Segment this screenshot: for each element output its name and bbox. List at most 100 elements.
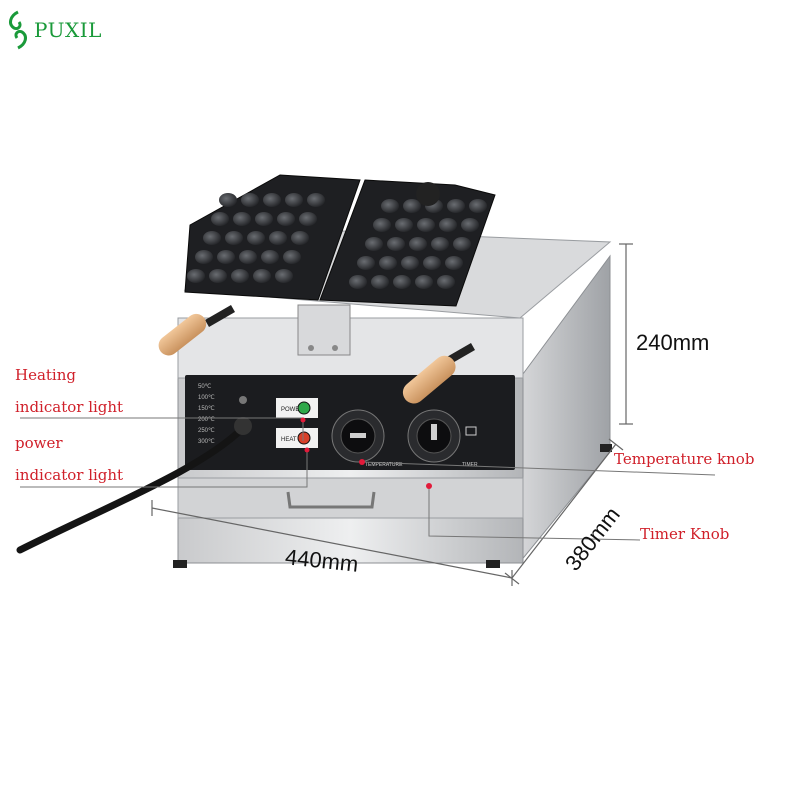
heating-light-marker: [300, 417, 306, 423]
mold-cavity: [239, 250, 257, 264]
heating-label-line1: Heating: [15, 366, 76, 384]
power-light-marker: [304, 447, 310, 453]
panel-screw-icon: [239, 396, 247, 404]
timer-knob-marker: [426, 483, 432, 489]
temperature-table-entry: 250℃: [198, 428, 215, 434]
timer-knob-leader: [428, 486, 641, 541]
temperature-knob-leader: [361, 461, 716, 476]
mold-cavity: [231, 269, 249, 283]
machine-foot: [173, 560, 187, 568]
cord-grommet: [234, 417, 252, 435]
mold-cavity: [417, 218, 435, 232]
mold-cavity: [291, 231, 309, 245]
hinge-bracket: [297, 304, 351, 356]
mold-cavity: [203, 231, 221, 245]
mold-cavity: [219, 193, 237, 207]
temperature-scale-label: TEMPERATURE: [365, 462, 403, 468]
hinge-screw-icon: [332, 345, 338, 351]
crumb-drawer: [177, 477, 524, 519]
heating-label-line2: indicator light: [15, 398, 124, 416]
mold-cavity: [401, 256, 419, 270]
temperature-knob-label: Temperature knob: [614, 450, 755, 468]
mold-cavity: [349, 275, 367, 289]
mold-cavity: [379, 256, 397, 270]
power-light-label: POWER: [281, 407, 304, 413]
machine-foot: [600, 444, 612, 452]
mold-cavity: [285, 193, 303, 207]
mold-cavity: [403, 199, 421, 213]
mold-cavity: [209, 269, 227, 283]
temperature-table-entry: 100℃: [198, 395, 215, 401]
mold-cavity: [253, 269, 271, 283]
mold-cavity: [255, 212, 273, 226]
mold-cavity: [445, 256, 463, 270]
mold-cavity: [447, 199, 465, 213]
temperature-knob-marker: [359, 459, 365, 465]
power-indicator-light[interactable]: [297, 401, 311, 415]
heat-light-label: HEAT: [281, 437, 297, 443]
temperature-table-entry: 50℃: [198, 384, 212, 390]
mold-cavity: [453, 237, 471, 251]
height-dimension-label: 240mm: [636, 330, 710, 355]
mold-cavity: [387, 237, 405, 251]
mold-cavity: [299, 212, 317, 226]
temperature-table-entry: 200℃: [198, 417, 215, 423]
power-cord: [16, 424, 247, 554]
mold-cavity: [393, 275, 411, 289]
machine-foot: [486, 560, 500, 568]
mold-cavity: [241, 193, 259, 207]
heating-indicator-light[interactable]: [297, 431, 311, 445]
mold-cavity: [307, 193, 325, 207]
mold-cavity: [395, 218, 413, 232]
mold-cavity: [409, 237, 427, 251]
mold-cavity: [187, 269, 205, 283]
timer-knob-grip: [431, 424, 437, 440]
mold-cavity: [263, 193, 281, 207]
mold-cavity: [277, 212, 295, 226]
temperature-table-entry: 300℃: [198, 439, 215, 445]
mold-cavity: [373, 218, 391, 232]
timer-icon: [465, 426, 477, 436]
brand-swirl-icon: [9, 10, 27, 50]
mold-cavity: [469, 199, 487, 213]
mold-cavity: [371, 275, 389, 289]
lid-knob[interactable]: [416, 182, 440, 206]
hinge-screw-icon: [308, 345, 314, 351]
mold-cavity: [461, 218, 479, 232]
temperature-table-entry: 150℃: [198, 406, 215, 412]
mold-cavity: [275, 269, 293, 283]
mold-cavity: [233, 212, 251, 226]
mold-cavity: [283, 250, 301, 264]
mold-cavity: [269, 231, 287, 245]
mold-cavity: [423, 256, 441, 270]
mold-cavity: [357, 256, 375, 270]
mold-cavity: [431, 237, 449, 251]
cooking-molds: [187, 193, 487, 289]
power-label-line1: power: [15, 434, 63, 452]
timer-knob-label: Timer Knob: [640, 525, 730, 543]
temperature-knob-grip: [350, 433, 366, 438]
temperature-table: 50℃ 100℃ 150℃ 200℃ 250℃ 300℃: [198, 384, 215, 445]
mold-cavity: [211, 212, 229, 226]
width-dimension-line: [151, 500, 513, 586]
brand-logo: PUXIL: [6, 10, 102, 50]
height-dimension-line: [619, 243, 633, 425]
mold-cavity: [261, 250, 279, 264]
mold-cavity: [415, 275, 433, 289]
timer-scale-label: TIMER: [462, 462, 478, 468]
mold-cavity: [217, 250, 235, 264]
mold-cavity: [365, 237, 383, 251]
mold-cavity: [439, 218, 457, 232]
mold-cavity: [195, 250, 213, 264]
mold-cavity: [437, 275, 455, 289]
mold-cavity: [247, 231, 265, 245]
power-light-leader: [20, 450, 308, 488]
left-handle[interactable]: [155, 305, 235, 359]
right-handle[interactable]: [398, 343, 475, 408]
mold-cavity: [381, 199, 399, 213]
brand-name: PUXIL: [34, 18, 102, 42]
power-label-line2: indicator light: [15, 466, 124, 484]
mold-cavity: [225, 231, 243, 245]
drawer-handle[interactable]: [286, 491, 376, 509]
